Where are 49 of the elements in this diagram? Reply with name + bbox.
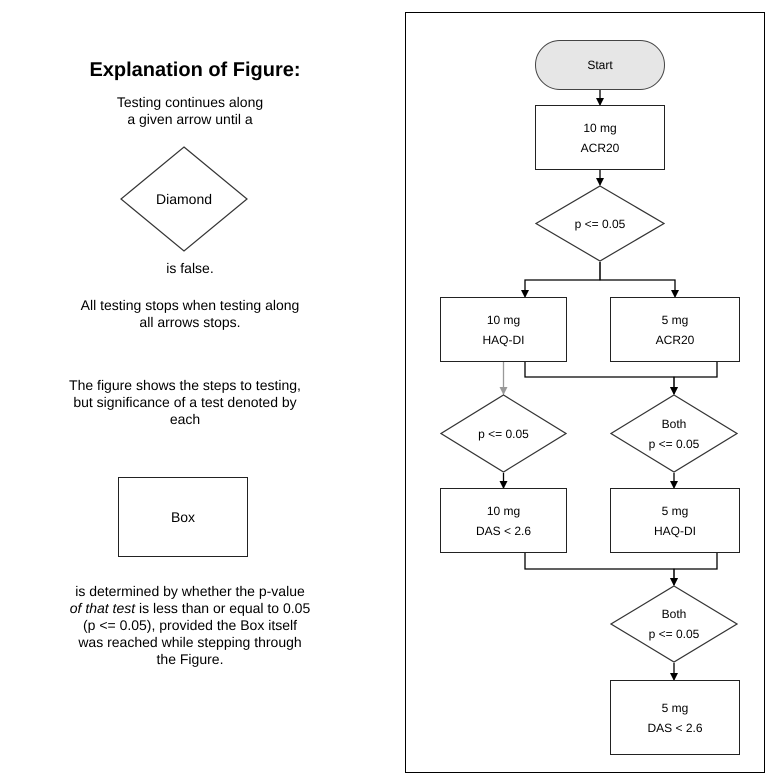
node-text: Start	[587, 57, 613, 74]
process-box	[610, 297, 740, 362]
arrow	[500, 473, 508, 489]
process-box	[610, 680, 740, 755]
explanation-text: All testing stops when testing along all arrows stops.	[80, 297, 300, 331]
node-text: DAS < 2.6	[476, 522, 532, 540]
decision-diamond	[610, 394, 738, 473]
decision-diamond	[535, 185, 665, 262]
process-box	[610, 488, 740, 553]
start-terminal	[535, 40, 665, 90]
node-text: ACR20	[580, 140, 620, 156]
node-text: Both	[662, 606, 686, 623]
node-text: p <= 0.05	[648, 626, 700, 643]
node-text: 10 mg	[583, 120, 617, 136]
node-text: p <= 0.05	[648, 436, 700, 452]
node-text: 10 mg	[486, 502, 520, 520]
node-text: HAQ-DI	[654, 522, 696, 540]
arrow	[670, 473, 678, 489]
arrow	[596, 170, 604, 186]
explanation-text: The figure shows the steps to testing, but significance of a test denoted by each	[68, 377, 302, 428]
process-box	[440, 488, 567, 553]
explanation-text: is determined by whether the p-value of that test is less than or equal to 0.05 (p <= 0.05), provided the Box itself was reached while stepping through the Figure.	[69, 583, 311, 668]
process-box	[440, 297, 567, 362]
node-text: 5 mg	[662, 700, 688, 716]
arrow	[500, 362, 508, 395]
node-text: Diamond	[156, 190, 212, 209]
decision-diamond	[610, 585, 738, 663]
node-text: ACR20	[656, 332, 694, 348]
arrow	[670, 362, 718, 395]
arrow	[596, 90, 604, 106]
node-text: Box	[170, 508, 196, 527]
process-box	[535, 105, 665, 170]
decision-diamond	[440, 394, 567, 473]
arrow	[599, 262, 679, 298]
node-text: Both	[662, 416, 686, 432]
decision-diamond	[120, 146, 248, 252]
arrow	[670, 553, 718, 586]
node-text: 5 mg	[662, 312, 688, 328]
process-box	[118, 477, 248, 557]
heading: Explanation of Figure:	[88, 58, 302, 83]
node-text: p <= 0.05	[478, 426, 529, 442]
node-text: HAQ-DI	[482, 332, 524, 348]
arrow	[670, 663, 678, 681]
explanation-text: is false.	[165, 260, 215, 277]
node-text: 10 mg	[486, 312, 520, 328]
node-text: 5 mg	[662, 502, 688, 520]
explanation-text: Testing continues along a given arrow until a	[116, 94, 264, 128]
node-text: DAS < 2.6	[647, 720, 703, 736]
node-text: p <= 0.05	[574, 216, 626, 232]
